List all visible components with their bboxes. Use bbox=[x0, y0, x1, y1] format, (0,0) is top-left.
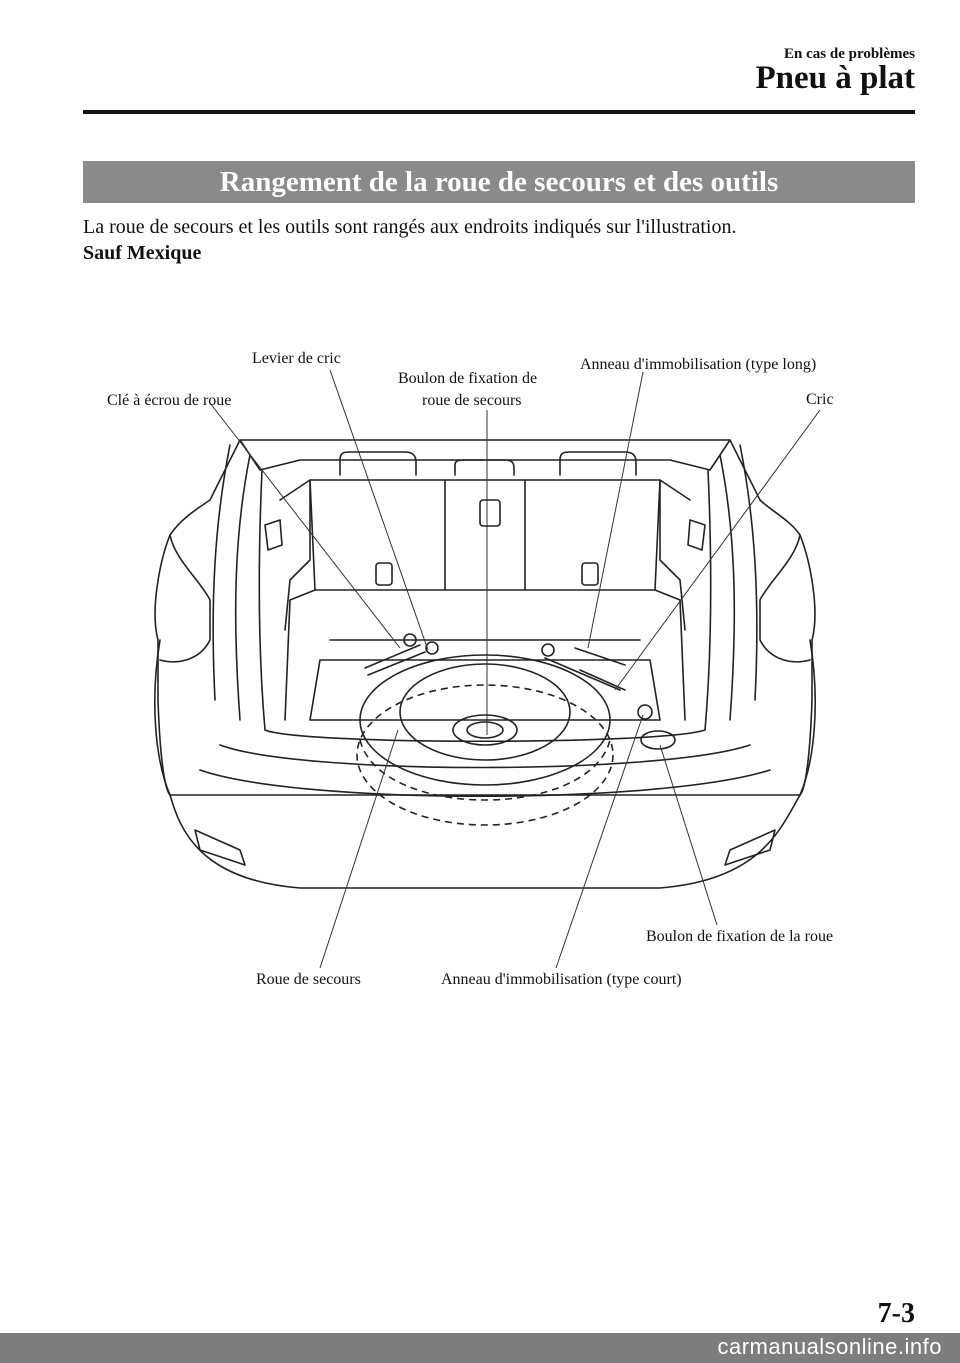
variant-heading: Sauf Mexique bbox=[83, 242, 202, 264]
section-banner: Rangement de la roue de secours et des o… bbox=[83, 161, 915, 203]
label-anneau-court: Anneau d'immobilisation (type court) bbox=[441, 971, 682, 988]
label-boulon-roue: Boulon de fixation de la roue bbox=[646, 928, 834, 945]
label-levier-de-cric: Levier de cric bbox=[252, 350, 341, 367]
intro-paragraph: La roue de secours et les outils sont ra… bbox=[83, 216, 737, 238]
watermark-bar: carmanualsonline.info bbox=[0, 1333, 960, 1363]
section-title: Pneu à plat bbox=[755, 60, 915, 96]
label-cric: Cric bbox=[806, 391, 834, 408]
label-cle-ecrou: Clé à écrou de roue bbox=[107, 392, 232, 409]
label-anneau-long: Anneau d'immobilisation (type long) bbox=[580, 356, 817, 373]
header-rule bbox=[83, 110, 915, 114]
label-boulon-secours-line2: roue de secours bbox=[422, 392, 522, 409]
chapter-title: En cas de problèmes bbox=[784, 46, 915, 62]
watermark-text: carmanualsonline.info bbox=[717, 1334, 942, 1359]
label-boulon-secours-line1: Boulon de fixation de bbox=[398, 370, 538, 387]
page-number: 7-3 bbox=[877, 1298, 915, 1329]
label-roue-de-secours: Roue de secours bbox=[256, 971, 361, 988]
